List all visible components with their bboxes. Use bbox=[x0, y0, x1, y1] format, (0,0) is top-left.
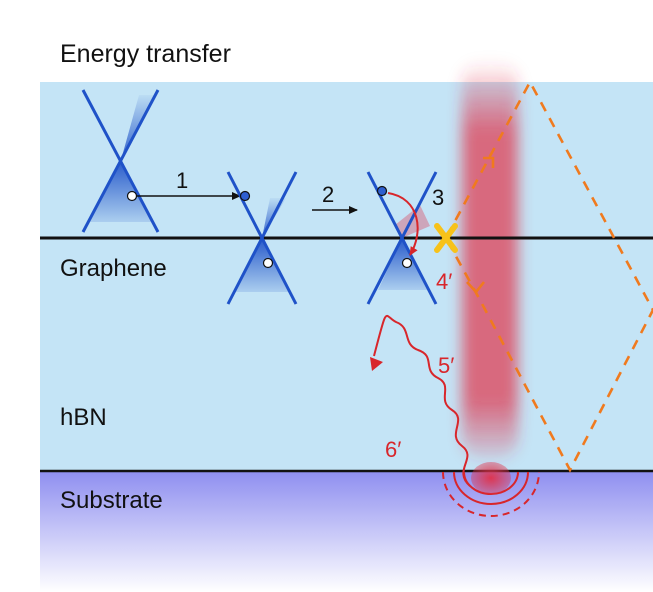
energy-transfer-cross-icon bbox=[434, 223, 458, 253]
step-5-label: 5′ bbox=[438, 353, 454, 378]
dirac-cone-icon bbox=[81, 89, 160, 233]
ray-arrow-up-icon bbox=[483, 156, 495, 168]
dipole-emitter-icon bbox=[442, 462, 540, 517]
substrate-label: Substrate bbox=[60, 487, 163, 514]
step-6-label: 6′ bbox=[385, 437, 401, 462]
wavy-emission-arrow-icon bbox=[373, 314, 471, 487]
dirac-cone-icon bbox=[226, 171, 298, 305]
ray-arrow-down-icon bbox=[466, 281, 486, 295]
electron-icon bbox=[239, 190, 251, 202]
step-4-label: 4′ bbox=[436, 269, 452, 294]
step-3-label: 3 bbox=[432, 185, 444, 210]
phonon-polariton-beam bbox=[462, 60, 518, 460]
hbn-label: hBN bbox=[60, 404, 107, 431]
substrate-layer bbox=[40, 472, 653, 592]
wavy-arrow-head-icon bbox=[370, 357, 383, 371]
graphene-label: Graphene bbox=[60, 255, 167, 282]
dirac-cone-icon bbox=[366, 171, 438, 305]
hole-icon bbox=[262, 257, 274, 269]
relaxation-arrow bbox=[387, 192, 419, 256]
hbn-layer bbox=[40, 82, 653, 472]
electron-icon bbox=[376, 185, 388, 197]
hole-icon bbox=[401, 257, 413, 269]
hole-icon bbox=[126, 190, 138, 202]
step-1-label: 1 bbox=[176, 168, 188, 193]
title: Energy transfer bbox=[60, 40, 231, 68]
step-2-label: 2 bbox=[322, 182, 334, 207]
